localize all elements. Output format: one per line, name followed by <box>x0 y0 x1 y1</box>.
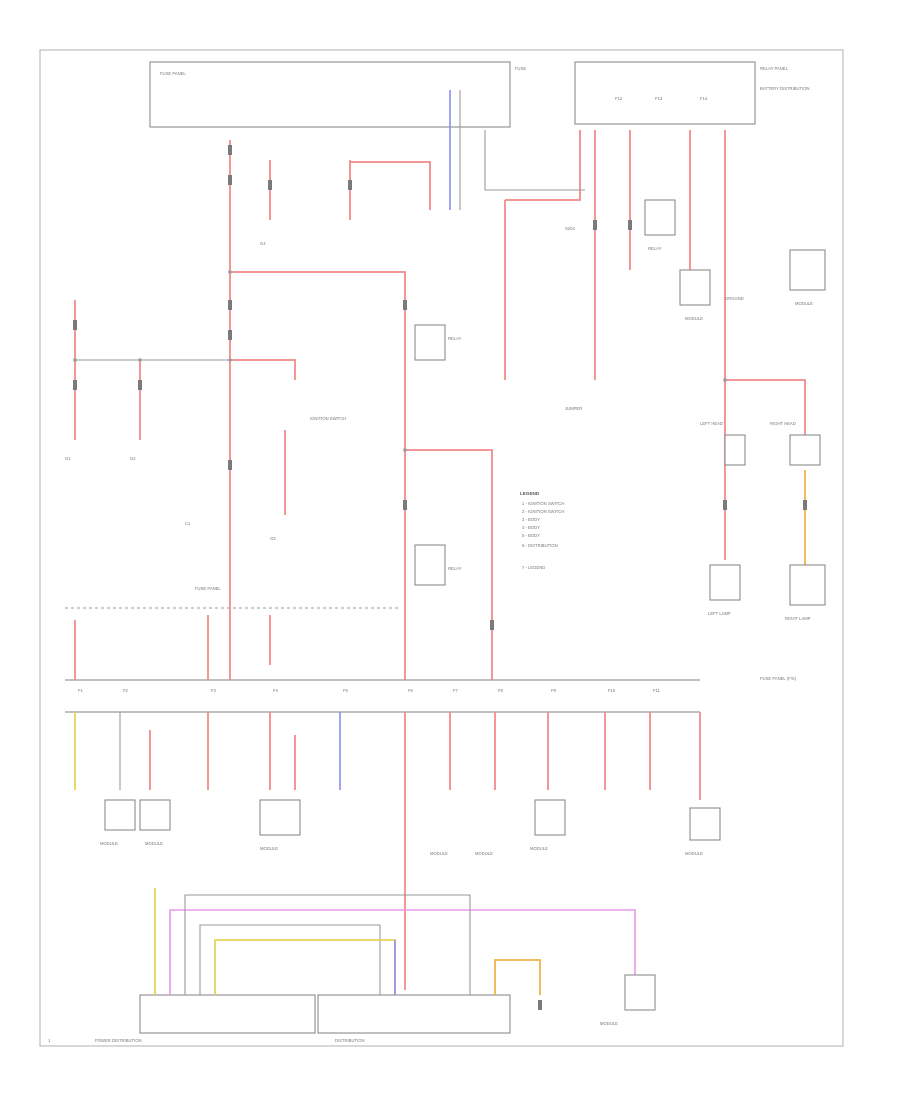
component-label: RELAY <box>648 246 662 251</box>
label-g4: G4 <box>260 241 266 246</box>
top-fuse-panel <box>149 61 511 128</box>
fuse-drops <box>74 615 701 990</box>
fuse-label: F6 <box>408 688 414 693</box>
legend-item: 7 - LEGEND <box>522 565 545 570</box>
harness-orange <box>494 959 541 995</box>
harness-yellow-2 <box>214 939 396 995</box>
component-label: MODULE <box>685 851 703 856</box>
fuse-label: F10 <box>608 688 616 693</box>
component-label: MODULE <box>475 851 493 856</box>
fuse-label: F12 <box>615 96 623 101</box>
label-page-number: 1 <box>48 1038 51 1043</box>
legend-item: 2 - IGNITION SWITCH <box>522 509 564 514</box>
harness-gray-1 <box>184 894 471 995</box>
label-g2: G2 <box>130 456 136 461</box>
component-label: MODULE <box>430 851 448 856</box>
label-fuse-panel-bottom: FUSE PANEL <box>195 586 221 591</box>
label-g1: G1 <box>65 456 71 461</box>
fuse-label: F9 <box>551 688 557 693</box>
red-branch-switch <box>230 359 296 380</box>
label-c1: C1 <box>185 521 191 526</box>
horizontal-red-2 <box>405 449 493 680</box>
fuse-label: F13 <box>655 96 663 101</box>
relay-red-7 <box>725 379 806 440</box>
fuse-labels: F1 F2 F3 F4 F5 F6 F7 F8 F9 F10 F11 F12 F… <box>78 96 708 693</box>
legend-item: 6 - DISTRIBUTION <box>522 543 558 548</box>
legend-item: 1 - IGNITION SWITCH <box>522 501 564 506</box>
fuse-label: F4 <box>273 688 279 693</box>
connectors <box>73 145 807 1010</box>
diagram-frame <box>39 49 844 1047</box>
junctions <box>73 270 727 452</box>
label-jumper: JUMPER <box>565 406 582 411</box>
legend-item: 3 - BODY <box>522 517 540 522</box>
label-fuse-panel-top: FUSE PANEL <box>160 71 186 76</box>
label-footer-right: DISTRIBUTION <box>335 1038 365 1043</box>
fuse-label: F3 <box>211 688 217 693</box>
label-left-head: LEFT HEAD <box>700 421 723 426</box>
component-label: MODULE <box>530 846 548 851</box>
component-label: MODULE <box>260 846 278 851</box>
feed-wire-4 <box>350 161 431 210</box>
fuse-label: F14 <box>700 96 708 101</box>
component-label: RELAY <box>448 566 462 571</box>
component-label: MODULE <box>145 841 163 846</box>
gray-return <box>484 130 585 191</box>
label-g3: G3 <box>270 536 276 541</box>
label-s204: S204 <box>565 226 575 231</box>
label-battery-dist: BATTERY DISTRIBUTION <box>760 86 810 91</box>
top-relay-panel <box>574 61 756 125</box>
component-label: MODULE <box>795 301 813 306</box>
label-right-lamp: RIGHT LAMP <box>785 616 811 621</box>
fuse-label: F7 <box>453 688 459 693</box>
label-right-head: RIGHT HEAD <box>770 421 796 426</box>
label-relay-panel-top: RELAY PANEL <box>760 66 789 71</box>
label-ground: GROUND <box>725 296 744 301</box>
fuse-label: F8 <box>498 688 504 693</box>
fuse-label: F5 <box>343 688 349 693</box>
relay-red-2 <box>505 130 581 201</box>
legend: 1 - IGNITION SWITCH 2 - IGNITION SWITCH … <box>522 501 564 570</box>
fuse-label: F2 <box>123 688 129 693</box>
label-footer-left: POWER DISTRIBUTION <box>95 1038 142 1043</box>
component-labels: RELAY RELAY RELAY MODULE MODULE MODULE M… <box>100 246 813 1026</box>
label-battery-fuse: FUSE <box>515 66 526 71</box>
harness-gray-2 <box>199 924 381 995</box>
bottom-module-left <box>139 994 316 1034</box>
horizontal-red-1 <box>230 271 406 680</box>
component-label: MODULE <box>600 1021 618 1026</box>
label-ignition-switch: IGNITION SWITCH <box>310 416 346 421</box>
label-legend: LEGEND <box>520 491 540 496</box>
component-label: MODULE <box>100 841 118 846</box>
component-label: RELAY <box>448 336 462 341</box>
label-fuse-panel-name: FUSE PANEL (F/S) <box>760 676 797 681</box>
diagram-labels: FUSE PANEL FUSE RELAY PANEL BATTERY DIST… <box>48 66 811 1043</box>
components <box>104 199 826 1011</box>
legend-item: 4 - BODY <box>522 525 540 530</box>
component-label: MODULE <box>685 316 703 321</box>
legend-item: 5 - BODY <box>522 533 540 538</box>
bottom-module-right <box>317 994 511 1034</box>
fuse-label: F11 <box>653 688 661 693</box>
label-left-lamp: LEFT LAMP <box>708 611 731 616</box>
fuse-label: F1 <box>78 688 84 693</box>
harness-pink <box>169 909 636 995</box>
